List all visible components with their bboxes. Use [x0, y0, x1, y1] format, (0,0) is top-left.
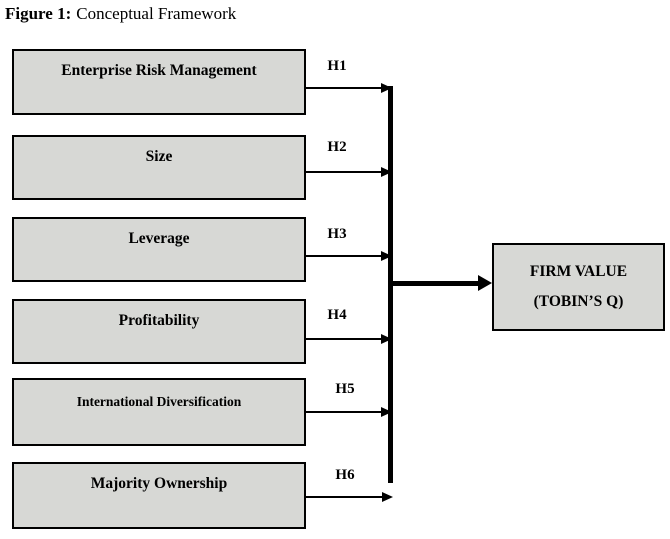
- arrow-line-h5: [305, 411, 381, 413]
- hypothesis-label-h2: H2: [327, 139, 347, 155]
- figure-caption: Conceptual Framework: [76, 4, 237, 23]
- arrow-line-h3: [304, 255, 381, 257]
- arrow-head-h5: [381, 407, 392, 417]
- hypothesis-label-h6: H6: [335, 467, 355, 483]
- arrow-head-h4: [381, 334, 392, 344]
- outcome-box-firm-value: FIRM VALUE (TOBIN’S Q): [492, 243, 665, 331]
- hypothesis-label-h3: H3: [327, 226, 347, 242]
- figure-title: Figure 1:Conceptual Framework: [5, 4, 236, 24]
- predictor-label: Profitability: [118, 312, 200, 329]
- predictor-label: International Diversification: [76, 394, 242, 409]
- predictor-box-size: Size: [12, 135, 306, 200]
- hypothesis-label-h5: H5: [335, 381, 355, 397]
- arrow-head-h3: [381, 251, 392, 261]
- predictor-label: Size: [145, 148, 173, 165]
- predictor-box-leverage: Leverage: [12, 217, 306, 282]
- hypothesis-label-h1: H1: [327, 58, 347, 74]
- main-arrow-line: [390, 281, 478, 286]
- main-arrow-head: [478, 275, 492, 291]
- predictor-box-profitability: Profitability: [12, 299, 306, 364]
- outcome-label-line2: (TOBIN’S Q): [533, 293, 624, 310]
- hypothesis-label-h4: H4: [327, 307, 347, 323]
- arrow-line-h2: [304, 171, 381, 173]
- predictor-label: Enterprise Risk Management: [61, 62, 257, 79]
- arrow-head-h2: [381, 167, 392, 177]
- predictor-label: Majority Ownership: [90, 475, 228, 492]
- arrow-line-h4: [306, 338, 381, 340]
- predictor-box-international-diversification: International Diversification: [12, 378, 306, 446]
- arrow-line-h6: [306, 496, 382, 498]
- outcome-label-line1: FIRM VALUE: [529, 263, 628, 280]
- figure-number: Figure 1:: [5, 4, 72, 23]
- predictor-box-enterprise-risk-management: Enterprise Risk Management: [12, 49, 306, 115]
- arrow-head-h1: [381, 83, 392, 93]
- arrow-head-h6: [382, 492, 393, 502]
- arrow-line-h1: [306, 87, 381, 89]
- predictor-box-majority-ownership: Majority Ownership: [12, 462, 306, 529]
- predictor-label: Leverage: [128, 230, 190, 247]
